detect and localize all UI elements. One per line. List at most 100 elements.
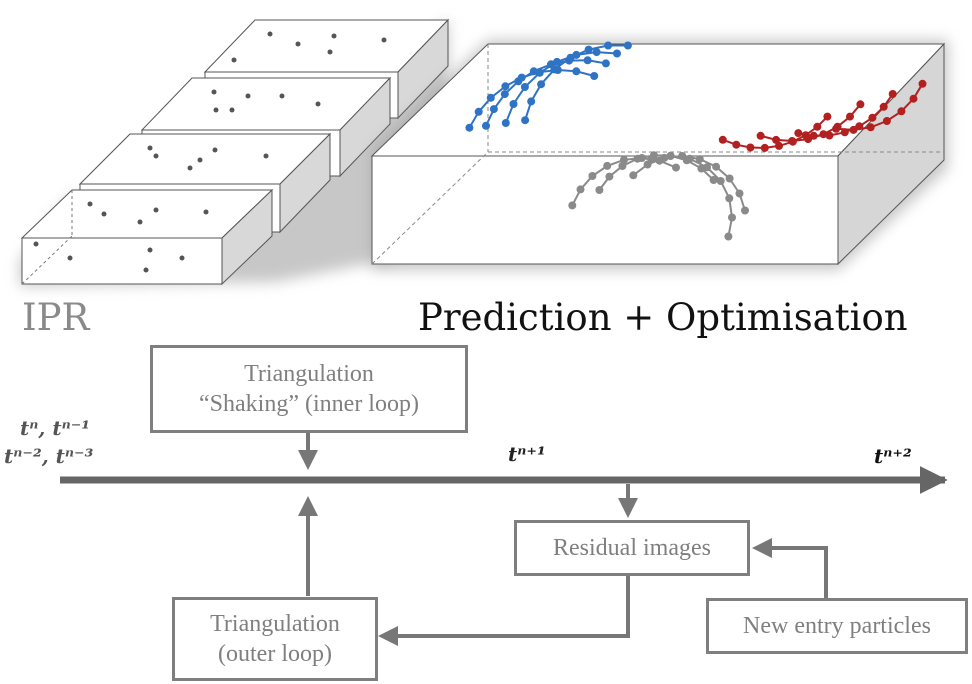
particle-bead bbox=[500, 90, 509, 99]
particle-bead bbox=[823, 112, 832, 121]
particle-bead bbox=[832, 124, 841, 133]
residual-images-label: Residual images bbox=[553, 535, 711, 561]
particle-bead bbox=[623, 41, 632, 50]
particle-bead bbox=[703, 163, 711, 172]
particle-bead bbox=[888, 90, 897, 98]
particle-bead bbox=[794, 129, 803, 138]
particle-bead bbox=[588, 172, 597, 180]
particle-bead bbox=[509, 100, 518, 108]
particle-bead bbox=[482, 121, 490, 130]
ipr-box-1 bbox=[20, 188, 274, 286]
particle-bead bbox=[647, 155, 656, 164]
triangulation-shaking-line1: Triangulation bbox=[244, 361, 374, 387]
particle-bead bbox=[474, 107, 483, 116]
particle-bead bbox=[590, 72, 599, 80]
particle-bead bbox=[897, 107, 906, 116]
particle-bead bbox=[756, 131, 765, 140]
t-n1-label: tⁿ⁺¹ bbox=[508, 442, 546, 466]
triangulation-shaking-box: Triangulation “Shaking” (inner loop) bbox=[150, 345, 468, 433]
particle-bead bbox=[716, 177, 725, 185]
particle-bead bbox=[732, 140, 741, 149]
particle-bead bbox=[486, 93, 495, 102]
new-entry-particles-box: New entry particles bbox=[706, 598, 968, 654]
particle-bead bbox=[553, 57, 561, 66]
triangulation-shaking-line2: “Shaking” (inner loop) bbox=[199, 391, 419, 417]
particle-bead bbox=[672, 163, 680, 172]
residual-to-outer-arrow bbox=[378, 576, 630, 646]
particle-bead bbox=[856, 100, 865, 109]
triangulation-outer-line2: (outer loop) bbox=[218, 641, 332, 667]
particle-tracks bbox=[465, 41, 927, 241]
particle-bead bbox=[809, 131, 818, 140]
particle-bead bbox=[909, 94, 918, 103]
particle-bead bbox=[521, 116, 530, 125]
t-n-line1: tⁿ, tⁿ⁻¹ bbox=[20, 416, 91, 440]
particle-bead bbox=[601, 59, 610, 68]
particle-bead bbox=[724, 232, 733, 241]
particle-bead bbox=[501, 119, 510, 127]
particle-bead bbox=[760, 143, 769, 152]
particle-bead bbox=[709, 176, 718, 184]
particle-bead bbox=[501, 82, 510, 91]
particle-bead bbox=[846, 112, 854, 121]
particle-bead bbox=[514, 77, 523, 86]
particle-bead bbox=[868, 113, 877, 122]
particle-bead bbox=[465, 123, 474, 132]
particle-bead bbox=[866, 123, 875, 132]
particle-bead bbox=[741, 206, 749, 215]
particle-bead bbox=[775, 141, 783, 150]
particle-bead bbox=[666, 152, 675, 160]
ipr-label: IPR bbox=[22, 296, 90, 339]
particle-bead bbox=[584, 45, 593, 54]
particle-bead bbox=[566, 53, 575, 62]
particle-bead bbox=[725, 194, 734, 203]
particle-bead bbox=[728, 213, 736, 222]
particle-bead bbox=[629, 171, 638, 180]
particle-bead bbox=[572, 67, 581, 76]
particle-bead bbox=[550, 65, 559, 74]
particle-bead bbox=[685, 154, 694, 163]
particle-bead bbox=[788, 137, 797, 145]
particle-bead bbox=[603, 161, 612, 170]
prediction-label: Prediction + Optimisation bbox=[418, 296, 908, 339]
particle-bead bbox=[746, 143, 755, 152]
particle-bead bbox=[813, 122, 822, 131]
particle-bead bbox=[604, 41, 613, 50]
particle-bead bbox=[618, 162, 627, 170]
residual-images-box: Residual images bbox=[514, 520, 750, 576]
t-n2-label: tⁿ⁺² bbox=[874, 444, 912, 468]
particle-bead bbox=[695, 155, 704, 164]
particle-bead bbox=[633, 154, 642, 163]
particle-bead bbox=[583, 56, 592, 65]
particle-bead bbox=[592, 48, 601, 57]
new-entry-to-residual-arrow bbox=[752, 538, 828, 598]
particle-bead bbox=[620, 155, 628, 164]
particle-bead bbox=[568, 201, 577, 210]
ipr-stack bbox=[20, 18, 450, 286]
particle-bead bbox=[712, 162, 721, 171]
t-n-line2: tⁿ⁻², tⁿ⁻³ bbox=[4, 444, 94, 468]
particle-bead bbox=[918, 79, 927, 88]
particle-bead bbox=[576, 185, 585, 194]
particle-bead bbox=[725, 174, 734, 183]
triangulation-outer-line1: Triangulation bbox=[210, 611, 340, 637]
particle-bead bbox=[537, 80, 546, 89]
particle-bead bbox=[595, 186, 604, 194]
particle-bead bbox=[718, 135, 727, 144]
particle-bead bbox=[882, 117, 891, 125]
particle-bead bbox=[527, 97, 536, 106]
particle-bead bbox=[879, 102, 888, 111]
particle-bead bbox=[849, 125, 858, 134]
particle-bead bbox=[520, 83, 529, 91]
particle-bead bbox=[825, 131, 834, 140]
particle-bead bbox=[489, 105, 498, 114]
particle-bead bbox=[735, 189, 744, 198]
particle-bead bbox=[613, 49, 621, 58]
particle-bead bbox=[535, 68, 544, 77]
triangulation-outer-box: Triangulation (outer loop) bbox=[172, 597, 378, 681]
new-entry-particles-label: New entry particles bbox=[743, 613, 931, 639]
particle-bead bbox=[605, 172, 614, 181]
particle-bead bbox=[772, 135, 781, 144]
